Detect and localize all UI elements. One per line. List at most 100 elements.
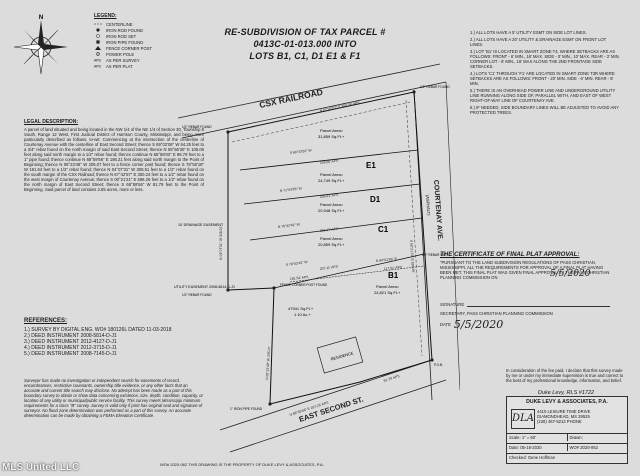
general-notes: 1.) ALL LOTS HAVE A 5' UTILITY ESMT ON S…	[470, 30, 620, 117]
lot-b1-sqft: 24,821 Sq.Ft.+	[374, 290, 401, 295]
scale-label: Scale:	[509, 435, 521, 440]
legend-item: APS AS PER PLAT	[94, 63, 174, 69]
note-item: 5.) THERE IS AN OVERHEAD POWER LINE AND …	[470, 88, 616, 103]
d1-dim: 218.47' APS	[320, 227, 340, 233]
reference-item: 4.) DEED INSTRUMENT 2012-3715-D-J1	[24, 345, 117, 351]
lot-e1-sqft: 24,749 Sq.Ft.+	[318, 178, 345, 183]
courtenay-sub: (ASPHALT)	[425, 195, 431, 217]
firm-phone: (228) 467-5213 PHONE	[537, 419, 582, 424]
legend-item: POWER POLE	[94, 51, 174, 57]
rebar-found-ne	[412, 90, 416, 94]
lot-f1-sqft: 31,859 Sq.Ft.+	[318, 134, 345, 139]
d1-top-bearing: N 70°42'42" W	[278, 222, 301, 229]
svg-text:APS: APS	[94, 58, 102, 61]
legal-heading: LEGAL DESCRIPTION:	[24, 119, 79, 125]
legend-item: IRON ROD SET	[94, 33, 174, 39]
west-bearing: N 04°07'31" W 308.51'	[219, 226, 223, 260]
e1-top-bearing: N 71°04'55" W	[280, 186, 303, 193]
plat-map: CSX RAILROAD COURTENAY AVE. (ASPHALT) EA…	[174, 63, 460, 453]
plat-title: RE-SUBDIVISION OF TAX PARCEL # 0413C-01-…	[200, 26, 410, 62]
date-label: DATE	[440, 322, 451, 327]
firm-address-2: DIAMONDHEAD, MS 39525	[537, 414, 590, 419]
b1-dim: 117.51' APS	[384, 265, 403, 271]
signature-line	[467, 299, 610, 307]
lot-b1-name: B1	[388, 271, 399, 280]
residence-footprint	[316, 336, 364, 374]
south-dim: 81.79' APS	[383, 374, 401, 383]
monument-label: 1/2" REBAR SET	[422, 253, 447, 257]
firm-name: DUKE LEVY & ASSOCIATES, P.A.	[526, 399, 608, 405]
legal-description: LEGAL DESCRIPTION: A parcel of land situ…	[24, 119, 204, 193]
scale-value: 1" = 60'	[521, 435, 536, 440]
lot-e1-name: E1	[366, 161, 376, 170]
bearing-labels: N 67°42'57" E 300.24' APS S 69°33'53" W …	[219, 100, 415, 416]
legend-label: POWER POLE	[106, 51, 135, 57]
references: REFERENCES: 1.) SURVEY BY DIGITAL ENG. W…	[24, 318, 204, 357]
monument-label: FENCE CORNER POST FOUND	[280, 283, 328, 287]
pipe-found-sw	[268, 402, 272, 406]
legend-label: AS PER PLAT	[106, 63, 133, 69]
lot-d1-sqft: 20,948 Sq.Ft.+	[318, 208, 345, 213]
lot-e1-area: Parcel Area=	[320, 172, 344, 177]
legend-item: CENTERLINE	[94, 21, 174, 27]
date-label: Date:	[509, 445, 520, 450]
legend-item: FENCE CORNER POST	[94, 45, 174, 51]
monument-label: 1/2" REBAR FOUND	[182, 293, 212, 297]
rebar-found-nw	[226, 130, 230, 134]
note-item: 4.) LOTS 'C1' THROUGH 'F1' ARE LOCATED I…	[470, 71, 615, 86]
lot-labels: Parcel Area= 31,859 Sq.Ft.+ E1 Parcel Ar…	[288, 128, 401, 317]
firm-address: 4410 LEISURE TIME DRIVE DIAMONDHEAD, MS …	[537, 409, 625, 424]
text-icon: APS	[94, 58, 102, 63]
legend-item: IRON ROD FOUND	[94, 27, 174, 33]
plat-approval-certificate: THE CERTIFICATE OF FINAL PLAT APPROVAL: …	[440, 251, 610, 330]
residence-label: RESIDENCE	[330, 350, 354, 361]
rebar-found-se	[430, 358, 434, 362]
certificate-text: "PURSUANT TO THE LAND SUBDIVISION REGULA…	[440, 260, 610, 280]
monument-label: 1" IRON PIPE FOUND	[230, 407, 263, 411]
reference-item: 3.) DEED INSTRUMENT 2012-4127-D-J1	[24, 339, 117, 345]
reference-item: 5.) DEED INSTRUMENT 2008-7145-D-J1	[24, 351, 117, 357]
signature-label: SIGNATURE	[440, 302, 465, 307]
lot-b1-area: Parcel Area=	[376, 284, 400, 289]
c1-top-bearing: S 79°52'42" W	[286, 260, 309, 267]
circle-icon	[94, 33, 102, 39]
title-block-row: Checked: Gene Hoffman	[507, 453, 627, 461]
c1-dim: 207.11' APS	[320, 264, 339, 271]
secretary-label: SECRETARY, PASS CHRISTIAN PLANNING COMMI…	[440, 311, 553, 316]
monument-label: P.O.B.	[434, 363, 443, 367]
wo-label: WO#	[569, 445, 580, 450]
lot-c1-area: Parcel Area=	[320, 236, 344, 241]
svg-text:APS: APS	[94, 64, 102, 67]
legend-label: IRON ROD SET	[106, 33, 137, 39]
legal-text: A parcel of land situated and being loca…	[24, 127, 204, 192]
firm-logo: DLA	[511, 409, 535, 429]
drawn-label: Drawn:	[569, 435, 583, 440]
f1-dim: 226.50' APS	[320, 159, 340, 165]
references-heading: REFERENCES:	[24, 318, 68, 324]
railroad-band: CSX RAILROAD	[177, 63, 447, 139]
note-item: 6.) IF NEEDED, SIDE BOUNDARY LINES WILL …	[470, 105, 620, 115]
note-item: 1.) ALL LOTS HAVE A 5' UTILITY ESMT ON S…	[470, 30, 587, 35]
e1-dim: 226.01' APS	[320, 193, 340, 199]
rebar-found-w	[226, 288, 230, 292]
lot-c1-sqft: 20,859 Sq.Ft.+	[318, 242, 345, 247]
total-area: 47941 Sq.Ft.+	[288, 306, 314, 311]
lot-f1-area: Parcel Area=	[320, 128, 344, 133]
firm-address-1: 4410 LEISURE TIME DRIVE	[537, 409, 591, 414]
monument-labels: 1/2" REBAR FOUND 1/2" REBAR FOUND 1/2" R…	[182, 85, 450, 411]
text-icon: APS	[94, 64, 102, 69]
drainage-easement-label: 10' DRAINAGE EASEMENT	[178, 223, 224, 227]
left-bearing: N 08°23'49" W 205.07'	[265, 346, 271, 381]
approval-date-handwritten: 5/5/2020	[550, 269, 591, 279]
pole-icon	[94, 51, 102, 57]
legend-title: LEGEND:	[94, 13, 117, 19]
surveyor-affirmation: In consideration of the fee paid, I decl…	[506, 368, 624, 383]
square-icon	[94, 39, 102, 45]
title-block-row: Scale: 1" = 60' Drawn:	[507, 433, 627, 441]
certificate-heading: THE CERTIFICATE OF FINAL PLAT APPROVAL:	[440, 251, 580, 258]
railroad-label: CSX RAILROAD	[258, 87, 323, 110]
lot-c1-name: C1	[378, 225, 389, 234]
